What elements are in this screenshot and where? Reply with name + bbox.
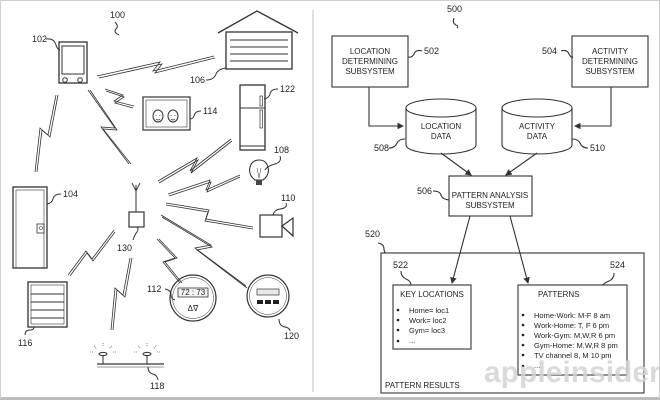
ref-522: 522 [393,260,408,270]
ref-502: 502 [424,46,439,56]
ref-510: 510 [590,143,605,153]
thermostat-display: 72 : 73 [181,288,206,297]
figure-500: 500 LOCATION DETERMINING SUBSYSTEM 502 A… [331,4,649,394]
patterns-box [517,284,628,376]
pattern-analysis-subsystem-box [448,175,533,217]
pattern-results-box [380,252,645,394]
pattern-item: Work-Home: T, F 6 pm [534,321,609,330]
ref-122: 120 [284,331,299,341]
location-data-line1: LOCATION [421,122,462,131]
location-determining-subsystem-box [331,35,409,88]
activity-subsystem-line1: ACTIVITY [592,47,629,56]
activity-subsystem-line2: DETERMINING [582,57,638,66]
sprinkler-icon [90,343,164,368]
ref-104: 104 [63,189,78,199]
ref-116: 116 [18,338,32,348]
ref-524: 524 [610,260,625,270]
key-location-item: Home= loc1 [409,306,449,315]
arrow-506-524 [509,215,530,285]
signal-102-114 [104,88,135,107]
ref-102: 102 [32,34,47,44]
signal-102-106 [96,55,215,77]
pattern-results-label: PATTERN RESULTS [385,381,460,390]
camera-icon [259,214,294,238]
location-subsystem-line1: LOCATION [350,47,391,56]
signal-130-120 [157,138,232,182]
ref-508: 508 [374,143,389,153]
outlet-icon [142,96,191,131]
leader-100 [114,21,120,36]
ref-112: 112 [147,284,161,294]
ref-520: 520 [365,229,380,239]
key-locations-title: KEY LOCATIONS [400,290,464,299]
ref-114: 114 [203,106,217,116]
activity-determining-subsystem-box [571,35,649,88]
ref-130: 130 [117,243,132,253]
pattern-item: Work-Gym: M,W,R 6 pm [534,331,615,340]
arrow-504-510 [573,87,612,130]
activity-data-store [501,98,573,155]
activity-data-line2: DATA [527,132,548,141]
location-subsystem-line2: DETERMINING [342,57,398,66]
location-data-line2: DATA [431,132,452,141]
ref-506: 506 [417,186,432,196]
pattern-analysis-line2: SUBSYSTEM [465,201,515,210]
location-subsystem-line3: SUBSYSTEM [345,67,395,76]
door-icon [12,186,48,269]
pattern-analysis-line1: PATTERN ANALYSIS [452,191,528,200]
patterns-list: Home-Work: M-F 8 am Work-Home: T, F 6 pm… [521,311,618,370]
ref-500: 500 [447,4,462,14]
signal-130-110 [165,202,254,228]
key-location-item: Gym= loc3 [409,326,445,335]
pattern-item: Home-Work: M-F 8 am [534,311,610,320]
signal-130-122 [160,214,247,287]
signal-130-116 [67,229,115,276]
mobile-device-icon [58,41,88,84]
key-location-item: ... [409,336,415,345]
refrigerator-icon [239,84,266,151]
key-locations-box [392,284,472,350]
patterns-title: PATTERNS [538,290,579,299]
ref-120: 122 [280,84,295,94]
arrow-508-506 [440,152,472,176]
signal-102-130 [87,89,130,165]
ref-108: 108 [274,145,289,155]
window-blinds-icon [27,281,68,328]
ref-100: 100 [110,10,125,20]
wireless-signal-icons [34,55,254,331]
signal-130-112 [156,238,181,284]
arrow-506-522 [450,215,471,285]
arrow-510-506 [505,152,538,176]
pattern-item: Gym-Home: M,W,R 8 pm [534,341,618,350]
hub-antenna-icon [128,182,145,228]
activity-data-line1: ACTIVITY [519,122,556,131]
location-data-store [405,98,477,155]
ref-106: 106 [190,75,205,85]
meter-icon [246,274,290,318]
key-locations-list: Home= loc1 Work= loc2 Gym= loc3 ... [396,306,449,345]
thermostat-icon [169,274,217,322]
ref-110: 110 [281,193,295,203]
garage-icon [217,10,299,70]
watermark-logo: appleinsider [484,356,660,389]
light-bulb-icon [249,159,269,185]
activity-subsystem-line3: SUBSYSTEM [585,67,635,76]
ref-118: 118 [150,381,164,391]
key-location-item: Work= loc2 [409,316,447,325]
figure-100: 100 102 106 114 [12,10,299,391]
pattern-item: TV channel 8, M 10 pm [534,351,612,360]
pattern-item: ... [534,361,540,370]
thermostat-arrows: Δ∇ [188,304,199,313]
arrow-502-508 [368,87,405,130]
ref-504: 504 [542,46,557,56]
signal-130-108 [167,174,241,195]
